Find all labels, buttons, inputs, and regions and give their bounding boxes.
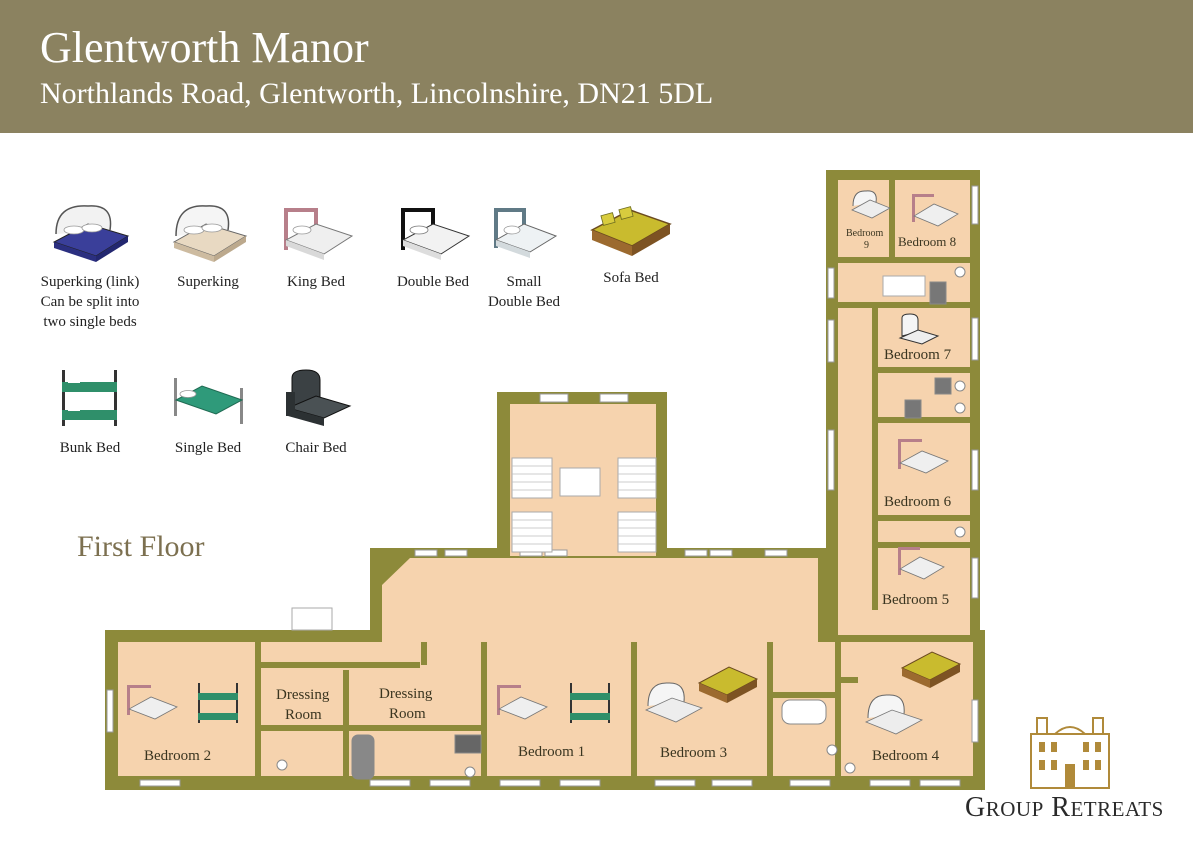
superking-bed-icon — [851, 190, 891, 219]
king-bed-icon — [898, 547, 945, 580]
room-label-bedroom-6: Bedroom 6 — [884, 494, 952, 510]
legend-label: Small — [506, 274, 542, 290]
legend-superking-link: Superking (link) Can be split into two s… — [20, 200, 160, 332]
page-title: Glentworth Manor — [40, 23, 369, 72]
partitions — [255, 180, 980, 790]
legend-single: Single Bed — [160, 366, 256, 458]
floor-label: First Floor — [77, 530, 205, 563]
room-label-bedroom-4: Bedroom 4 — [872, 748, 940, 764]
bathroom-fixtures — [276, 266, 966, 780]
legend-label: Superking — [177, 274, 239, 290]
room-label-bedroom-7: Bedroom 7 — [884, 347, 952, 363]
legend-small-double: Small Double Bed — [476, 200, 572, 312]
room-label-bedroom-9-number: 9 — [864, 240, 869, 251]
legend-label: Sofa Bed — [603, 270, 659, 286]
legend-double: Double Bed — [385, 200, 481, 292]
room-label-bedroom-8: Bedroom 8 — [898, 234, 956, 249]
king-bed-icon — [284, 208, 354, 260]
chair-bed-icon — [286, 369, 352, 426]
room-label-dressing-2-room: Room — [389, 706, 426, 722]
brand-wordmark: GROUP RETREATS — [965, 792, 1164, 824]
legend-label: two single beds — [43, 314, 137, 330]
legend-label: Can be split into — [40, 294, 140, 310]
legend-bunk: Bunk Bed — [42, 366, 138, 458]
superking-bed-icon — [644, 682, 704, 723]
legend-label: Superking (link) — [40, 274, 140, 290]
legend-chair: Chair Bed — [268, 366, 364, 458]
legend-sofa: Sofa Bed — [583, 200, 679, 288]
chair-bed-icon — [898, 313, 940, 345]
king-bed-icon — [497, 685, 548, 720]
sofa-bed-icon — [900, 651, 962, 688]
bunk-bed-icon — [198, 683, 238, 723]
single-bed-icon — [174, 378, 244, 424]
room-label-bedroom-3: Bedroom 3 — [660, 745, 727, 761]
legend-label: King Bed — [287, 274, 345, 290]
legend-label: Chair Bed — [285, 440, 347, 456]
bunk-bed-icon — [62, 370, 117, 426]
bunk-bed-icon — [570, 683, 610, 723]
header-banner: Glentworth Manor Northlands Road, Glentw… — [0, 0, 1193, 133]
superking-link-bed-icon — [52, 205, 130, 262]
room-label-bedroom-1: Bedroom 1 — [518, 744, 585, 760]
king-bed-icon — [898, 439, 949, 474]
sofa-bed-icon — [590, 206, 672, 256]
room-label-dressing-2: Dressing — [379, 686, 433, 702]
superking-bed-icon — [864, 694, 924, 735]
superking-bed-icon — [172, 205, 248, 262]
room-label-bedroom-5: Bedroom 5 — [882, 592, 949, 608]
windows — [106, 185, 979, 787]
legend-label: Double Bed — [487, 294, 561, 310]
room-label-dressing-1: Dressing — [276, 687, 330, 703]
brand-letters: ROUP — [985, 797, 1044, 821]
sofa-bed-icon — [697, 666, 759, 703]
small-double-bed-icon — [494, 208, 558, 258]
legend-label: Double Bed — [396, 274, 470, 290]
legend-label: Single Bed — [174, 440, 242, 456]
room-label-bedroom-9: Bedroom — [846, 228, 883, 239]
staircases — [291, 275, 926, 631]
legend-superking: Superking — [160, 200, 256, 292]
room-label-dressing-1-room: Room — [285, 707, 322, 723]
king-bed-icon — [912, 194, 959, 227]
room-labels: Bedroom 2 Bedroom 1 Bedroom 3 Bedroom 4 … — [144, 228, 956, 764]
manor-house-logo-icon — [1030, 717, 1110, 789]
stair-treads — [512, 465, 656, 545]
king-bed-icon — [127, 685, 178, 720]
double-bed-icon — [401, 208, 471, 260]
page-subtitle-address: Northlands Road, Glentworth, Lincolnshir… — [40, 77, 714, 110]
legend-label: Bunk Bed — [59, 440, 121, 456]
legend-king: King Bed — [268, 200, 364, 292]
brand-letters: ETREATS — [1070, 797, 1164, 821]
brand-letter: G — [965, 792, 986, 823]
brand-letter: R — [1051, 792, 1071, 823]
room-label-bedroom-2: Bedroom 2 — [144, 748, 211, 764]
bed-icons — [127, 190, 962, 735]
